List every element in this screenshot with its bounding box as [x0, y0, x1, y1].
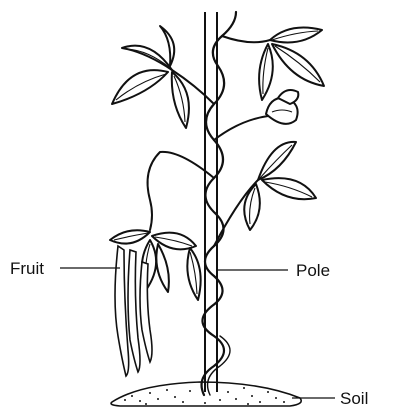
- flower-cluster: [266, 90, 298, 124]
- fruit-pods: [115, 246, 152, 376]
- pole-label: Pole: [296, 261, 330, 280]
- fruit-label: Fruit: [10, 259, 44, 278]
- soil-mound: [111, 382, 301, 406]
- leaf-cluster-right-middle: [244, 142, 316, 230]
- soil-label: Soil: [340, 389, 368, 408]
- leaf-cluster-upper-left: [112, 26, 189, 128]
